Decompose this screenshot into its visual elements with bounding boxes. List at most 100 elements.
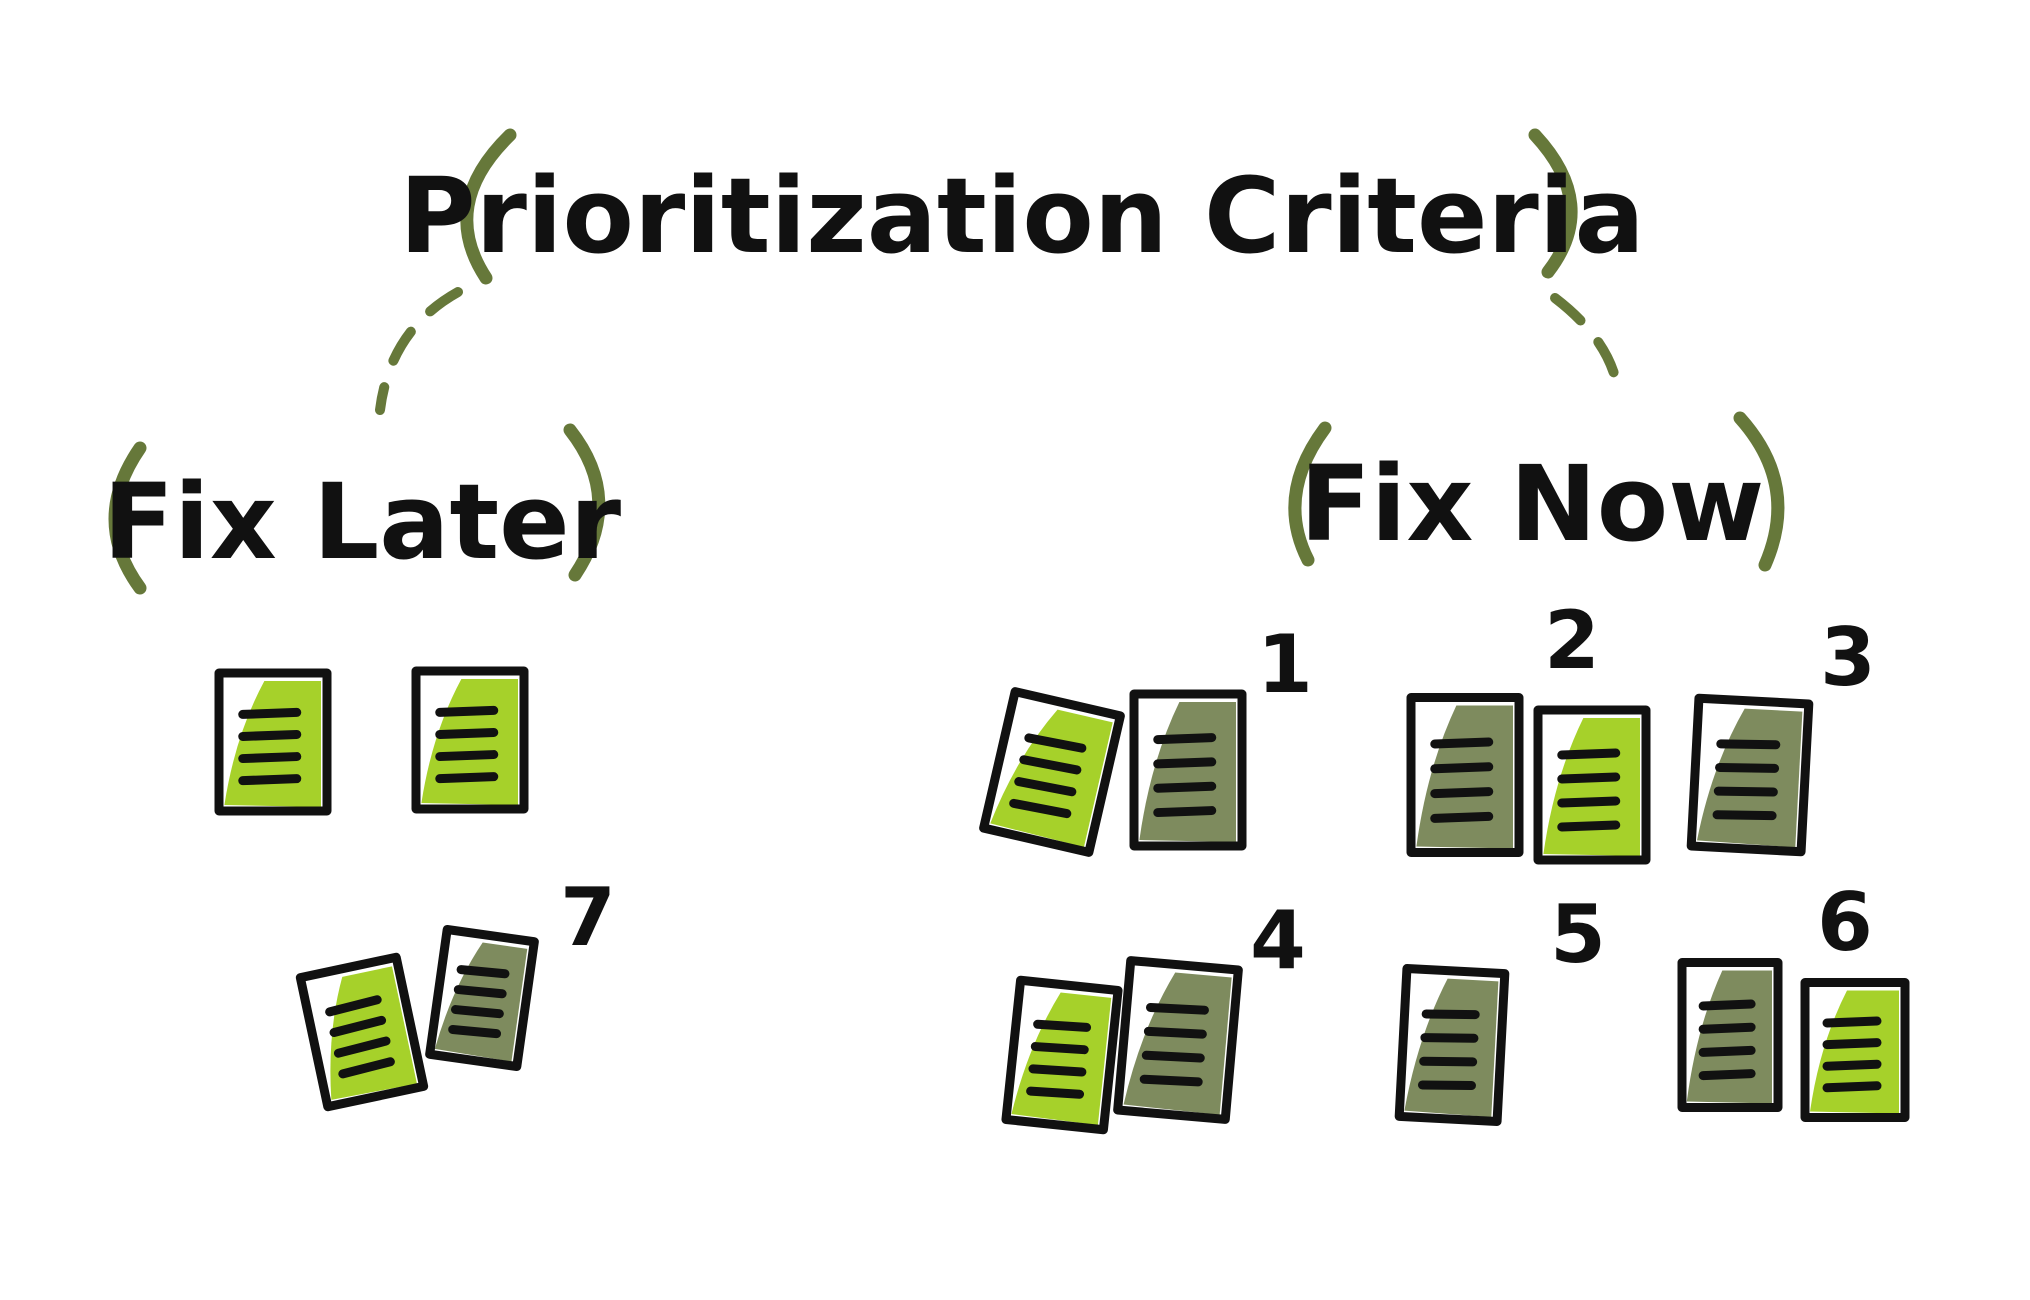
doc-now-6-right-line xyxy=(1822,1059,1882,1071)
fix-now-node: Fix Now xyxy=(1288,411,1785,572)
doc-now-1-left-outline xyxy=(979,687,1125,857)
doc-later-7-left-line xyxy=(338,1057,395,1079)
fix-later-right-bracket xyxy=(563,423,606,582)
doc-now-4-left xyxy=(1001,975,1123,1135)
marker-1: 1 xyxy=(1257,618,1313,711)
doc-later-7-left-line xyxy=(325,995,382,1017)
doc-later-a-line xyxy=(238,729,302,741)
doc-now-2-left-line xyxy=(1430,787,1494,799)
doc-later-a xyxy=(214,668,332,816)
doc-now-6-left-line xyxy=(1698,999,1756,1011)
fix-later-node: Fix Later xyxy=(103,423,621,595)
doc-now-4-left-fill xyxy=(1011,992,1112,1126)
doc-later-7-right-fill xyxy=(434,942,528,1062)
doc-now-2-right-line xyxy=(1557,820,1621,832)
doc-now-4-right-line xyxy=(1139,1074,1203,1087)
doc-now-1-left xyxy=(979,687,1125,857)
connector-right-dashed xyxy=(1550,293,1623,395)
doc-now-6-right-line xyxy=(1822,1038,1882,1050)
doc-later-b xyxy=(411,666,529,814)
doc-now-4-right-line xyxy=(1143,1026,1207,1039)
doc-later-7-left-outline xyxy=(295,952,429,1112)
doc-later-7-left xyxy=(295,952,429,1112)
doc-now-6-right-outline xyxy=(1800,978,1910,1122)
fix-now-left-bracket xyxy=(1288,421,1332,567)
doc-now-4-right-line xyxy=(1145,1002,1209,1015)
doc-now-5-fill xyxy=(1404,978,1499,1118)
title-left-bracket xyxy=(460,128,517,285)
doc-now-5-line xyxy=(1421,1009,1480,1020)
doc-later-b-fill xyxy=(421,679,518,805)
marker-6: 6 xyxy=(1817,876,1873,969)
doc-now-5-line xyxy=(1417,1080,1476,1091)
doc-later-a-line xyxy=(238,707,302,719)
doc-now-1-right-line xyxy=(1153,757,1217,769)
doc-now-6-left-line xyxy=(1698,1045,1756,1057)
doc-now-2-left-line xyxy=(1430,762,1494,774)
doc-now-2-right xyxy=(1533,705,1651,865)
doc-later-a-line xyxy=(238,774,302,786)
doc-now-6-right xyxy=(1800,978,1910,1122)
doc-later-b-line xyxy=(435,705,499,717)
doc-now-4-left-line xyxy=(1028,1064,1087,1077)
doc-now-2-right-fill xyxy=(1543,718,1640,856)
doc-now-4-right-line xyxy=(1141,1050,1205,1063)
doc-now-3-line xyxy=(1712,810,1777,821)
doc-now-2-right-line xyxy=(1557,772,1621,784)
marker-2: 2 xyxy=(1544,594,1600,687)
fix-now-right-bracket xyxy=(1733,411,1785,572)
doc-now-1-right-line xyxy=(1153,733,1217,745)
doc-now-1-right-fill xyxy=(1139,702,1236,842)
doc-now-6-left-line xyxy=(1698,1069,1756,1081)
marker-5: 5 xyxy=(1550,888,1606,981)
doc-now-2-right-line xyxy=(1557,748,1621,760)
doc-later-7-left-fill xyxy=(330,966,417,1100)
doc-now-3-line xyxy=(1716,739,1781,750)
doc-now-1-right-outline xyxy=(1129,689,1247,851)
doc-now-2-left-outline xyxy=(1406,693,1524,857)
doc-later-b-outline xyxy=(411,666,529,814)
doc-later-7-right xyxy=(425,924,539,1072)
doc-now-1-left-line xyxy=(1014,777,1077,797)
doc-now-2-left-line xyxy=(1430,737,1494,749)
marker-3: 3 xyxy=(1820,611,1876,704)
title-right-bracket xyxy=(1528,128,1578,279)
doc-now-2-left-line xyxy=(1430,811,1494,823)
doc-now-6-left-fill xyxy=(1686,970,1772,1104)
doc-now-5-line xyxy=(1419,1056,1478,1067)
number-markers: 1 2 3 4 5 6 7 xyxy=(560,594,1876,987)
doc-now-3-outline xyxy=(1686,693,1814,857)
doc-now-3-line xyxy=(1715,762,1780,773)
doc-now-4-left-line xyxy=(1026,1086,1085,1099)
doc-later-7-right-line xyxy=(453,985,507,999)
doc-now-1-right xyxy=(1129,689,1247,851)
doc-now-2-right-line xyxy=(1557,796,1621,808)
doc-now-1-right-line xyxy=(1153,806,1217,818)
doc-later-7-right-line xyxy=(456,965,510,979)
marker-4: 4 xyxy=(1250,894,1306,987)
doc-now-2-right-outline xyxy=(1533,705,1651,865)
doc-now-1-right-line xyxy=(1153,781,1217,793)
doc-now-3-line xyxy=(1713,786,1778,797)
doc-now-3-fill xyxy=(1697,708,1803,848)
doc-now-4-right-outline xyxy=(1113,956,1243,1124)
doc-now-3 xyxy=(1686,693,1814,857)
doc-now-6-right-fill xyxy=(1810,990,1899,1114)
doc-now-1-left-line xyxy=(1024,733,1087,753)
doc-now-4-left-line xyxy=(1030,1042,1089,1055)
doc-now-2-left-fill xyxy=(1416,705,1513,849)
fix-now-label: Fix Now xyxy=(1300,443,1765,565)
doc-later-b-line xyxy=(435,772,499,784)
doc-now-6-right-line xyxy=(1822,1016,1882,1028)
title-text: Prioritization Criteria xyxy=(399,155,1644,277)
doc-now-5-outline xyxy=(1394,964,1510,1126)
doc-later-a-fill xyxy=(224,681,321,807)
doc-now-5 xyxy=(1394,964,1510,1126)
doc-later-7-left-line xyxy=(333,1036,391,1058)
doc-later-b-line xyxy=(435,750,499,762)
doc-later-a-line xyxy=(238,752,302,764)
doc-later-a-outline xyxy=(214,668,332,816)
doc-now-2-left xyxy=(1406,693,1524,857)
doc-later-7-left-line xyxy=(329,1015,387,1038)
